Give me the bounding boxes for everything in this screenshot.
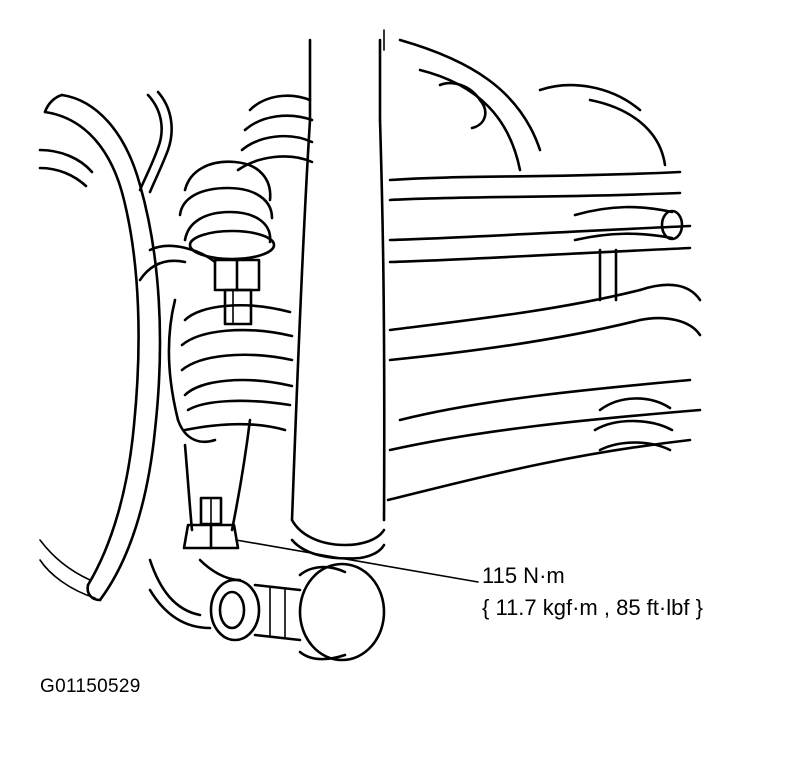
brake-disc bbox=[38, 93, 162, 602]
brake-hose bbox=[138, 90, 173, 194]
figure-id: G01150529 bbox=[40, 676, 141, 697]
drive-shaft-boot bbox=[180, 94, 314, 412]
body-frame bbox=[388, 38, 692, 264]
callout-leader bbox=[235, 539, 479, 583]
lower-nut bbox=[182, 496, 240, 550]
lower-control-arm bbox=[386, 283, 702, 502]
steering-knuckle bbox=[138, 244, 287, 630]
torque-value-alt-units: { 11.7 kgf·m , 85 ft·lbf } bbox=[482, 595, 703, 620]
ball-joint-boot-upper bbox=[178, 160, 276, 261]
stabilizer-link-bushing bbox=[198, 558, 386, 662]
torque-callout: 115 N·m { 11.7 kgf·m , 85 ft·lbf } bbox=[482, 560, 703, 624]
stabilizer-bar bbox=[573, 205, 684, 302]
torque-value-metric: 115 N·m bbox=[482, 563, 565, 588]
shock-absorber bbox=[290, 29, 386, 560]
upper-nut bbox=[213, 258, 261, 326]
